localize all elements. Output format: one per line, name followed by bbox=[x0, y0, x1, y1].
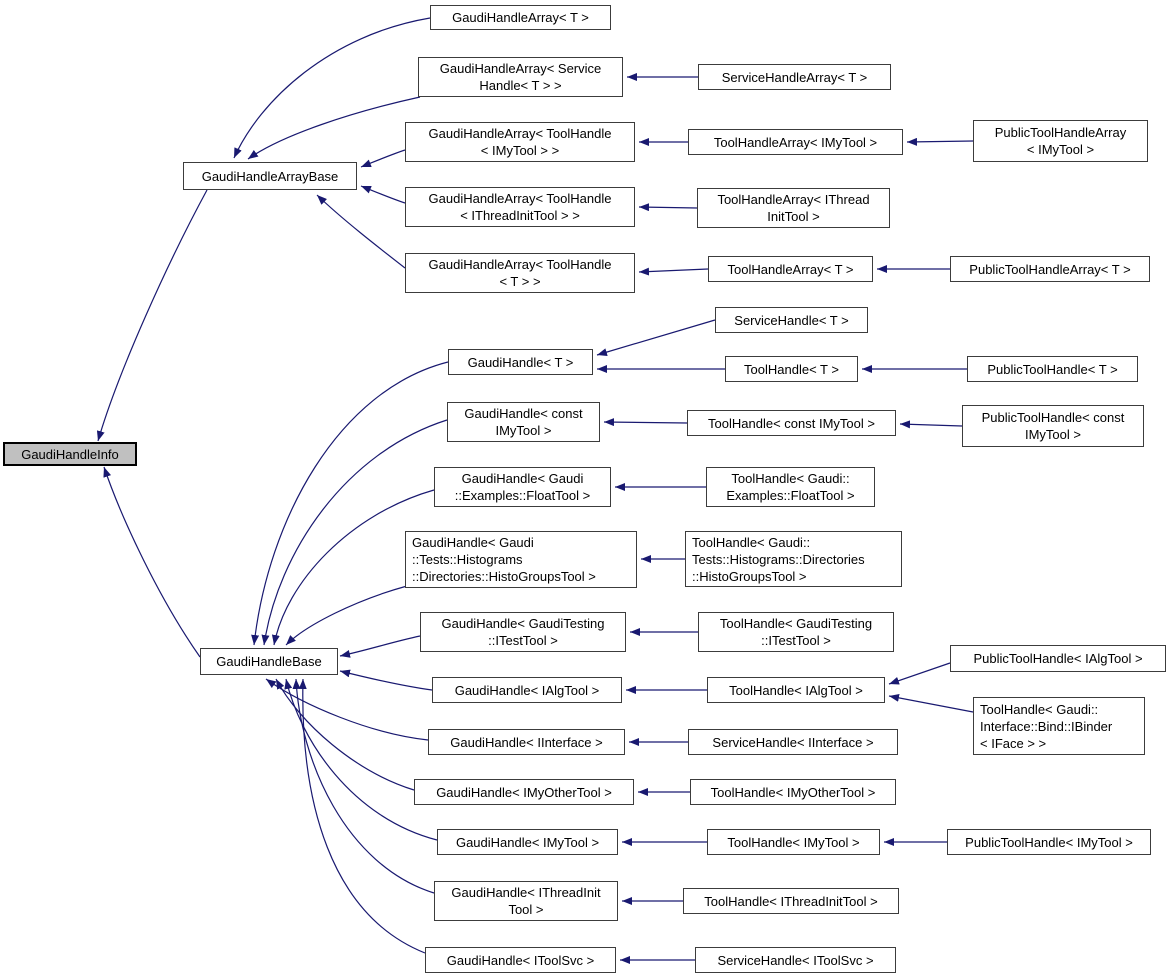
node-gaudi-handle-base[interactable]: GaudiHandleBase bbox=[200, 648, 338, 675]
node-tool-handle-array-imytool[interactable]: ToolHandleArray< IMyTool > bbox=[688, 129, 903, 155]
inheritance-edge bbox=[339, 669, 433, 691]
inheritance-edge bbox=[638, 267, 709, 276]
node-gaudi-handle-imyothertool[interactable]: GaudiHandle< IMyOtherTool > bbox=[414, 779, 634, 805]
node-service-handle-array-t[interactable]: ServiceHandleArray< T > bbox=[698, 64, 891, 90]
node-gaudi-handle-ithreadinit-tool[interactable]: GaudiHandle< IThreadInit Tool > bbox=[434, 881, 618, 921]
inheritance-edge bbox=[285, 585, 408, 646]
inheritance-edge bbox=[247, 96, 421, 160]
node-tool-handle-imyothertool[interactable]: ToolHandle< IMyOtherTool > bbox=[690, 779, 896, 805]
inheritance-edge bbox=[899, 420, 963, 429]
inheritance-edge bbox=[275, 678, 415, 791]
inheritance-edge bbox=[339, 635, 421, 658]
node-tool-handle-itesttool[interactable]: ToolHandle< GaudiTesting ::ITestTool > bbox=[698, 612, 894, 652]
inheritance-edge bbox=[96, 189, 208, 442]
node-gaudi-handle-imytool[interactable]: GaudiHandle< IMyTool > bbox=[437, 829, 618, 855]
inheritance-edge bbox=[292, 678, 435, 894]
node-service-handle-itoolsvc[interactable]: ServiceHandle< IToolSvc > bbox=[695, 947, 896, 973]
node-public-tool-handle-array-imytool[interactable]: PublicToolHandleArray < IMyTool > bbox=[973, 120, 1148, 162]
node-gaudi-handle-array-tool-handle-ithreadinittool[interactable]: GaudiHandleArray< ToolHandle < IThreadIn… bbox=[405, 187, 635, 227]
inheritance-edge bbox=[603, 418, 688, 427]
inheritance-edge bbox=[360, 149, 406, 168]
inheritance-edge bbox=[906, 137, 974, 146]
node-public-tool-handle-t[interactable]: PublicToolHandle< T > bbox=[967, 356, 1138, 382]
inheritance-edge bbox=[638, 203, 698, 212]
node-gaudi-handle-itesttool[interactable]: GaudiHandle< GaudiTesting ::ITestTool > bbox=[420, 612, 626, 652]
node-public-tool-handle-imytool[interactable]: PublicToolHandle< IMyTool > bbox=[947, 829, 1151, 855]
inheritance-edge bbox=[251, 361, 449, 646]
node-gaudi-handle-array-tool-handle-imytool[interactable]: GaudiHandleArray< ToolHandle < IMyTool >… bbox=[405, 122, 635, 162]
node-gaudi-handle-array-service-handle[interactable]: GaudiHandleArray< Service Handle< T > > bbox=[418, 57, 623, 97]
node-tool-handle-histo-groups-tool[interactable]: ToolHandle< Gaudi:: Tests::Histograms::D… bbox=[685, 531, 902, 587]
node-gaudi-handle-const-imytool[interactable]: GaudiHandle< const IMyTool > bbox=[447, 402, 600, 442]
node-public-tool-handle-array-t[interactable]: PublicToolHandleArray< T > bbox=[950, 256, 1150, 282]
inheritance-edge bbox=[271, 489, 435, 646]
node-tool-handle-t[interactable]: ToolHandle< T > bbox=[725, 356, 858, 382]
node-tool-handle-ibinder[interactable]: ToolHandle< Gaudi:: Interface::Bind::IBi… bbox=[973, 697, 1145, 755]
node-tool-handle-ialgtool[interactable]: ToolHandle< IAlgTool > bbox=[707, 677, 885, 703]
node-tool-handle-imytool[interactable]: ToolHandle< IMyTool > bbox=[707, 829, 880, 855]
node-tool-handle-const-imytool[interactable]: ToolHandle< const IMyTool > bbox=[687, 410, 896, 436]
inheritance-edge bbox=[316, 194, 406, 269]
node-tool-handle-array-ithreadinittool[interactable]: ToolHandleArray< IThread InitTool > bbox=[697, 188, 890, 228]
inheritance-edge bbox=[888, 662, 951, 685]
node-service-handle-t[interactable]: ServiceHandle< T > bbox=[715, 307, 868, 333]
node-gaudi-handle-ialgtool[interactable]: GaudiHandle< IAlgTool > bbox=[432, 677, 622, 703]
inheritance-edge bbox=[360, 185, 406, 204]
inheritance-edge bbox=[298, 678, 426, 954]
node-gaudi-handle-t[interactable]: GaudiHandle< T > bbox=[448, 349, 593, 375]
node-gaudi-handle-itoolsvc[interactable]: GaudiHandle< IToolSvc > bbox=[425, 947, 616, 973]
inheritance-edge bbox=[596, 319, 716, 356]
node-gaudi-handle-array-tool-handle-t[interactable]: GaudiHandleArray< ToolHandle < T > > bbox=[405, 253, 635, 293]
node-public-tool-handle-ialgtool[interactable]: PublicToolHandle< IAlgTool > bbox=[950, 645, 1166, 672]
node-gaudi-handle-iinterface[interactable]: GaudiHandle< IInterface > bbox=[428, 729, 625, 755]
node-tool-handle-float-tool[interactable]: ToolHandle< Gaudi:: Examples::FloatTool … bbox=[706, 467, 875, 507]
node-gaudi-handle-histo-groups-tool[interactable]: GaudiHandle< Gaudi ::Tests::Histograms :… bbox=[405, 531, 637, 588]
inheritance-edge bbox=[284, 678, 438, 841]
node-service-handle-iinterface[interactable]: ServiceHandle< IInterface > bbox=[688, 729, 898, 755]
node-tool-handle-array-t[interactable]: ToolHandleArray< T > bbox=[708, 256, 873, 282]
inheritance-edge bbox=[261, 419, 448, 646]
node-gaudi-handle-float-tool[interactable]: GaudiHandle< Gaudi ::Examples::FloatTool… bbox=[434, 467, 611, 507]
node-gaudi-handle-info[interactable]: GaudiHandleInfo bbox=[3, 442, 137, 466]
node-gaudi-handle-array-base[interactable]: GaudiHandleArrayBase bbox=[183, 162, 357, 190]
node-public-tool-handle-const-imytool[interactable]: PublicToolHandle< const IMyTool > bbox=[962, 405, 1144, 447]
inheritance-edge bbox=[233, 17, 431, 159]
inheritance-edge bbox=[888, 693, 974, 713]
node-gaudi-handle-array-t[interactable]: GaudiHandleArray< T > bbox=[430, 5, 611, 30]
inheritance-edge bbox=[103, 466, 201, 658]
inheritance-edge bbox=[265, 678, 429, 741]
node-tool-handle-ithreadinittool[interactable]: ToolHandle< IThreadInitTool > bbox=[683, 888, 899, 914]
